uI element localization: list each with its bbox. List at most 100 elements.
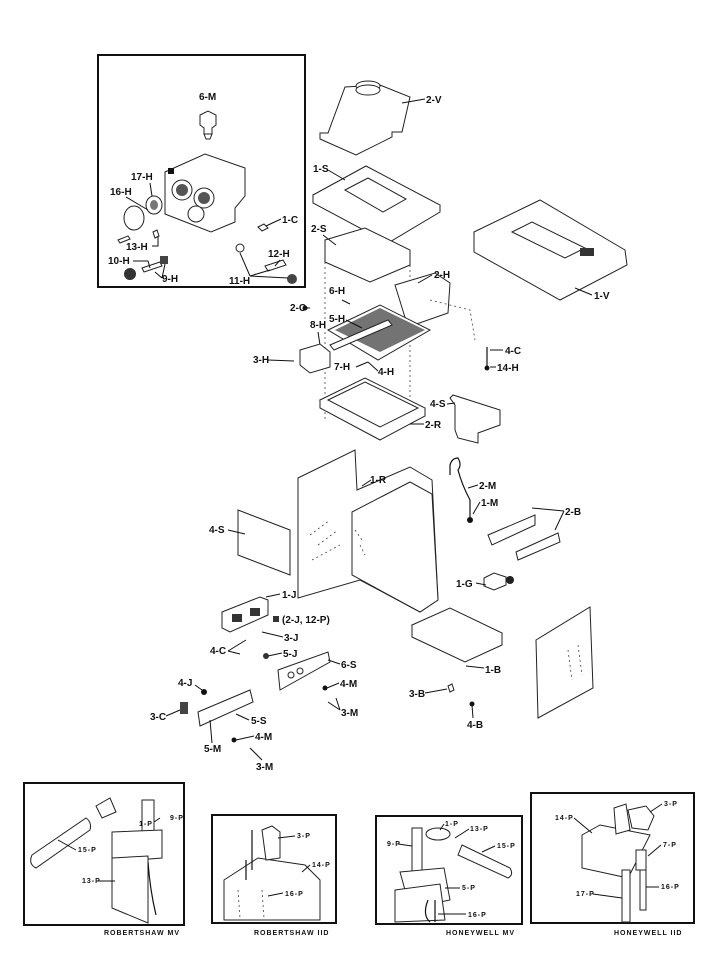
label-15-p: 15-P bbox=[78, 847, 97, 854]
caption-robertshaw-mv: ROBERTSHAW MV bbox=[104, 930, 180, 937]
part-11-h-a bbox=[235, 243, 245, 253]
label-14-p: 14-P bbox=[312, 862, 331, 869]
label-16-p: 16-P bbox=[285, 891, 304, 898]
label-5-j: 5-J bbox=[283, 649, 297, 660]
label-3-c: 3-C bbox=[150, 712, 166, 723]
label-4-m-lower: 4-M bbox=[255, 732, 272, 743]
label-13-p: 13-P bbox=[470, 826, 489, 833]
inset-frame bbox=[23, 782, 185, 926]
label-4-c-lower: 4-C bbox=[210, 646, 226, 657]
part-1-g bbox=[483, 572, 507, 591]
label-16-p: 16-P bbox=[661, 884, 680, 891]
label-17-p: 17-P bbox=[576, 891, 595, 898]
label-1-r: 1-R bbox=[370, 475, 387, 486]
label-3-p: 3-P bbox=[664, 801, 678, 808]
label-3-h: 3-H bbox=[253, 355, 269, 366]
caption-robertshaw-iid: ROBERTSHAW IID bbox=[254, 930, 329, 937]
label-16-h: 16-H bbox=[110, 187, 132, 198]
pilot-inset-honeywell-iid: 3-P 14-P 7-P 16-P 17-P bbox=[530, 792, 695, 924]
label-1-g: 1-G bbox=[456, 579, 473, 590]
label-4-m-upper: 4-M bbox=[340, 679, 357, 690]
part-1-r bbox=[297, 449, 439, 613]
part-2-m bbox=[449, 457, 471, 520]
part-5-s bbox=[197, 689, 254, 727]
label-9-h: 9-H bbox=[162, 274, 178, 285]
header-body bbox=[164, 153, 246, 233]
part-4-s-upper bbox=[449, 394, 501, 444]
part-6-m bbox=[199, 110, 217, 140]
label-13-h: 13-H bbox=[126, 242, 148, 253]
label-1-p: 1-P bbox=[139, 821, 153, 828]
label-1-v: 1-V bbox=[594, 291, 610, 302]
label-9-p: 9-P bbox=[170, 815, 184, 822]
label-7-h: 7-H bbox=[334, 362, 350, 373]
part-1-j bbox=[221, 596, 269, 633]
pilot-inset-robertshaw-iid: 3-P 14-P 16-P bbox=[211, 814, 337, 924]
part-door-panel bbox=[535, 606, 594, 719]
label-2-b: 2-B bbox=[565, 507, 581, 518]
part-2-b-lower bbox=[515, 532, 561, 561]
label-1-m: 1-M bbox=[481, 498, 498, 509]
label-4-h: 4-H bbox=[378, 367, 394, 378]
label-17-h: 17-H bbox=[131, 172, 153, 183]
label-2-r: 2-R bbox=[425, 420, 442, 431]
label-14-h: 14-H bbox=[497, 363, 519, 374]
label-2-m: 2-M bbox=[479, 481, 496, 492]
pilot-inset-robertshaw-mv: 1-P 9-P 15-P 13-P bbox=[23, 782, 185, 926]
label-16-p: 16-P bbox=[468, 912, 487, 919]
label-2-v: 2-V bbox=[426, 95, 442, 106]
label-2-h: 2-H bbox=[434, 270, 450, 281]
label-4-s-left: 4-S bbox=[209, 525, 225, 536]
caption-honeywell-mv: HONEYWELL MV bbox=[446, 930, 515, 937]
part-1-b bbox=[410, 607, 504, 663]
label-6-s: 6-S bbox=[341, 660, 357, 671]
part-2-v bbox=[319, 80, 411, 156]
label-6-m: 6-M bbox=[199, 92, 216, 103]
part-11-h-b bbox=[287, 274, 297, 284]
label-3-p: 3-P bbox=[297, 833, 311, 840]
label-5-h: 5-H bbox=[329, 314, 345, 325]
label-1-j: 1-J bbox=[282, 590, 296, 601]
label-4-c-upper: 4-C bbox=[505, 346, 521, 357]
part-9-h bbox=[160, 256, 168, 264]
part-1-v bbox=[473, 199, 628, 301]
label-1-s: 1-S bbox=[313, 164, 329, 175]
heat-exchanger bbox=[326, 272, 476, 361]
label-1-c: 1-C bbox=[282, 215, 298, 226]
part-knob bbox=[124, 268, 136, 280]
label-3-b: 3-B bbox=[409, 689, 425, 700]
label-9-p: 9-P bbox=[387, 841, 401, 848]
part-2-b-upper bbox=[487, 514, 536, 546]
part-2-s bbox=[324, 227, 411, 420]
label-4-j: 4-J bbox=[178, 678, 192, 689]
inset-frame bbox=[211, 814, 337, 924]
inset-frame bbox=[530, 792, 695, 924]
label-6-h: 6-H bbox=[329, 286, 345, 297]
part-1-s bbox=[311, 165, 442, 244]
part-1-c bbox=[257, 223, 269, 232]
pilot-inset-honeywell-mv: 1-P 13-P 9-P 15-P 5-P 16-P bbox=[375, 815, 523, 925]
part-3-c bbox=[180, 702, 188, 714]
label-15-p: 15-P bbox=[497, 843, 516, 850]
header-inset: 6-M 17-H 16-H 13-H 10-H 9-H bbox=[97, 54, 306, 288]
label-5-m: 5-M bbox=[204, 744, 221, 755]
header-inset-frame bbox=[97, 54, 306, 288]
label-1-b: 1-B bbox=[485, 665, 501, 676]
part-1-m bbox=[467, 517, 473, 523]
label-3-j: 3-J bbox=[284, 633, 298, 644]
label-1-p: 1-P bbox=[445, 821, 459, 828]
label-2-c: 2-C bbox=[290, 303, 306, 314]
label-5-s: 5-S bbox=[251, 716, 267, 727]
label-14-p: 14-P bbox=[555, 815, 574, 822]
label-12-h: 12-H bbox=[268, 249, 290, 260]
part-10-h bbox=[141, 261, 163, 273]
label-10-h: 10-H bbox=[108, 256, 130, 267]
inset-frame bbox=[375, 815, 523, 925]
label-5-p: 5-P bbox=[462, 885, 476, 892]
part-4-j bbox=[201, 689, 207, 695]
part-6-s bbox=[277, 651, 331, 691]
label-3-m-lower: 3-M bbox=[256, 762, 273, 773]
label-2-s: 2-S bbox=[311, 224, 327, 235]
part-4-s-left bbox=[237, 509, 291, 576]
